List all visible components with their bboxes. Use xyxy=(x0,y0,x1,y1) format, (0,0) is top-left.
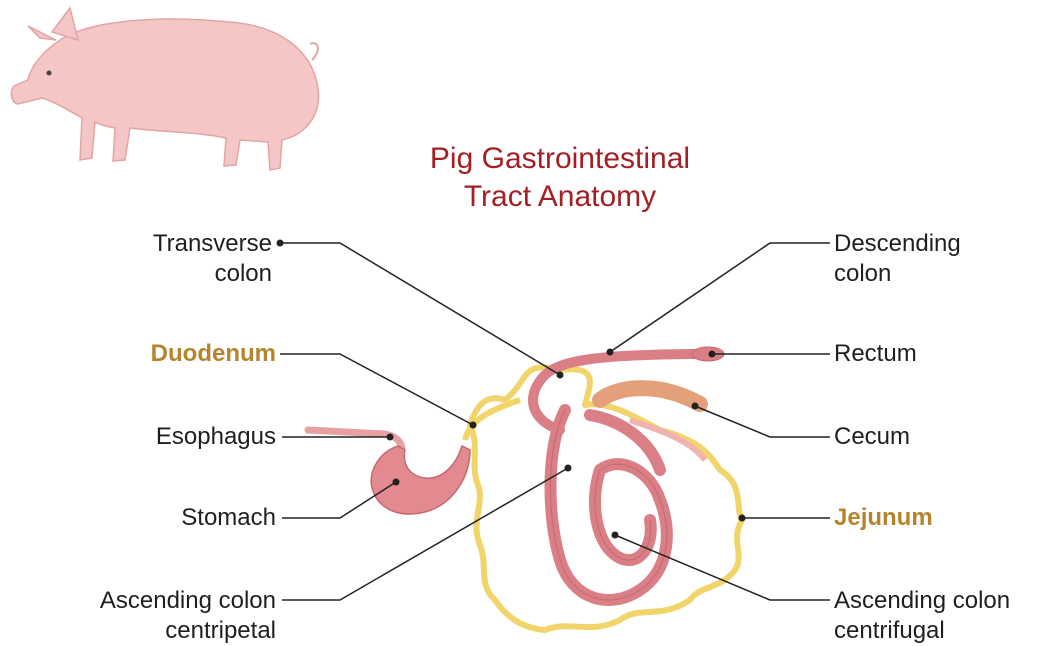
label-stomach: Stomach xyxy=(181,503,276,533)
cecum-shape xyxy=(600,388,700,404)
label-transverse-colon: Transverse colon xyxy=(153,229,272,289)
label-ascending-colon-centripetal: Ascending colon centripetal xyxy=(100,586,276,646)
label-duodenum: Duodenum xyxy=(151,339,276,369)
label-esophagus: Esophagus xyxy=(156,422,276,452)
stomach-shape xyxy=(371,446,470,514)
ascending-colon-coil xyxy=(550,410,666,600)
label-descending-colon: Descending colon xyxy=(834,229,961,289)
label-jejunum: Jejunum xyxy=(834,503,933,533)
label-ascending-colon-centrifugal: Ascending colon centrifugal xyxy=(834,586,1010,646)
label-cecum: Cecum xyxy=(834,422,910,452)
label-rectum: Rectum xyxy=(834,339,917,369)
